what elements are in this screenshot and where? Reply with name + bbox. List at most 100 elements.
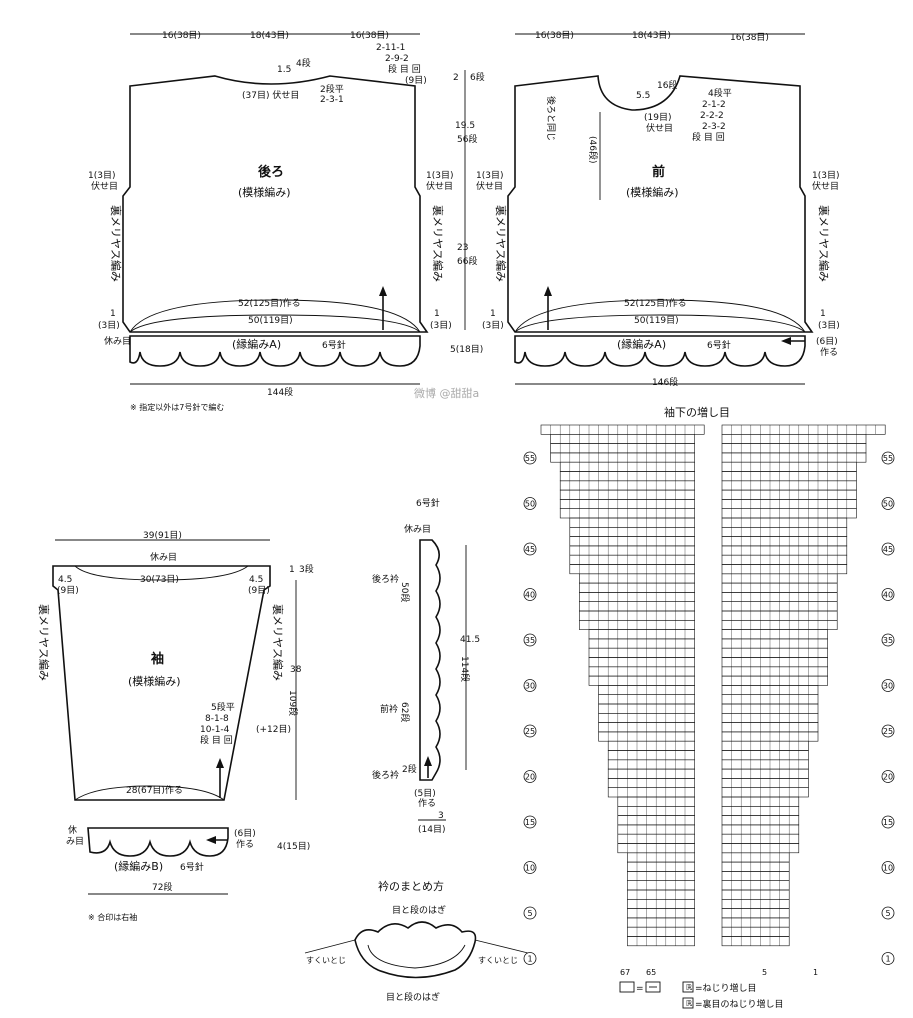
- chart-row: [721, 666, 828, 677]
- finish-bottom: 目と段のはぎ: [386, 991, 440, 1003]
- chart-bottom-67: 67: [620, 968, 630, 977]
- collar-piece: 6号針 休み目 後ろ衿 50段 前衿 62段 後ろ衿 2段 41.5 114段 …: [372, 497, 480, 835]
- sleeve-edge-left-2: (9目): [57, 585, 79, 596]
- row-marker-l-40: 40: [525, 591, 535, 600]
- row-marker-r-20: 20: [883, 773, 893, 782]
- front-edge-arrow-head: [781, 337, 791, 345]
- chart-right-half: [721, 424, 886, 947]
- chart-row: [721, 675, 828, 686]
- center-mid: 19.5: [455, 121, 475, 131]
- center-top: 2: [453, 73, 459, 83]
- chart-row: [721, 647, 828, 658]
- back-side-stitch-left: 裏メリヤス編み: [109, 205, 123, 282]
- sleeve-edging-label: (縁編みB): [114, 859, 163, 873]
- chart-left-half: [540, 424, 705, 947]
- back-width-curve: [129, 314, 421, 333]
- chart-row: [569, 517, 695, 528]
- front-neck-rows: 16段: [657, 79, 677, 91]
- sleeve-inc-3: 10-1-4: [200, 725, 230, 735]
- row-marker-l-30: 30: [525, 682, 535, 691]
- row-marker-l-5: 5: [527, 909, 532, 918]
- front-cast-on: 52(125目)作る: [624, 297, 687, 309]
- back-neck-bindoff: (37目) 伏せ目: [242, 89, 299, 101]
- chart-row: [721, 536, 848, 547]
- collar-rest: 休み目: [404, 523, 431, 535]
- front-arrow-head: [544, 286, 552, 296]
- center-top-rows: 6段: [470, 71, 485, 83]
- chart-row: [550, 443, 695, 454]
- sleeve-inc-2: 8-1-8: [205, 714, 229, 724]
- chart-row: [627, 861, 695, 872]
- row-marker-circle: [523, 451, 537, 465]
- legend-twist-glyph: ℝ: [686, 983, 692, 992]
- collar-length: 41.5: [460, 635, 480, 645]
- chart-row: [550, 452, 695, 463]
- chart-bottom-65: 65: [646, 968, 656, 977]
- row-marker-circle: [523, 724, 537, 738]
- collar-back2: 後ろ衿: [372, 769, 399, 781]
- front-neck-dec-4: 2-3-2: [702, 122, 726, 132]
- chart-row: [588, 675, 695, 686]
- collar-finishing: 衿のまとめ方 目と段のはぎ すくいとじ すくいとじ 目と段のはぎ: [304, 879, 529, 1003]
- chart-row: [721, 936, 790, 947]
- collar-cast-2: 作る: [418, 797, 436, 809]
- front-same-as-back: 後ろと同じ: [545, 96, 557, 141]
- chart-row: [569, 526, 695, 537]
- center-mid-rows: 56段: [457, 133, 477, 145]
- row-marker-circle: [881, 588, 895, 601]
- chart-row: [721, 852, 790, 863]
- row-marker-circle: [523, 815, 537, 829]
- front-neck-depth: 5.5: [636, 91, 650, 101]
- front-edge-left-1: 1: [490, 309, 496, 319]
- chart-row: [627, 917, 695, 928]
- row-marker-circle: [881, 679, 895, 692]
- back-width: 50(119目): [248, 315, 293, 326]
- chart-row: [721, 861, 790, 872]
- front-neck-bind-2: 伏せ目: [646, 122, 673, 134]
- center-edge: 5(18目): [450, 344, 483, 355]
- sleeve-edge-right-1: 4.5: [249, 575, 263, 585]
- center-low-rows: 66段: [457, 255, 477, 267]
- sleeve-rows: 72段: [152, 881, 172, 893]
- back-shoulder-dec-2: 2-9-2: [385, 54, 409, 64]
- chart-row: [627, 908, 695, 919]
- sleeve-cast-edge-2: 作る: [236, 838, 254, 850]
- chart-row: [569, 536, 695, 547]
- collar-back: 後ろ衿: [372, 573, 399, 585]
- collar-back-rows: 50段: [399, 582, 411, 602]
- back-rest-label: 休み目: [104, 335, 131, 347]
- row-marker-circle: [881, 770, 895, 783]
- chart-row: [550, 433, 695, 444]
- chart-row: [627, 898, 695, 909]
- row-marker-circle: [881, 952, 895, 965]
- collar-width-st: (14目): [418, 824, 445, 835]
- front-depth: (46段): [587, 136, 599, 163]
- back-width-right: 16(38目): [350, 30, 389, 41]
- back-neck-dec-2: 2-3-1: [320, 95, 344, 105]
- front-side-bindoff-left-1: 1(3目): [476, 170, 503, 181]
- front-rows: 146段: [652, 376, 678, 388]
- front-piece: 16(38目) 18(43目) 16(38目) 後ろと同じ 5.5 16段 (1…: [476, 30, 840, 388]
- sleeve-edge-arrow-head: [206, 836, 216, 844]
- chart-row: [721, 917, 790, 928]
- back-shoulder-dec-3: 段 目 回: [388, 63, 421, 75]
- row-marker-circle: [523, 497, 537, 510]
- sleeve-rest2-1: 休: [68, 824, 77, 836]
- back-pattern: (模様編み): [238, 185, 291, 199]
- sleeve-edge-right-2: (9目): [248, 585, 270, 596]
- front-neck-dec-2: 2-1-2: [702, 100, 726, 110]
- chart-row: [721, 526, 848, 537]
- front-side-stitch-right: 裏メリヤス編み: [817, 205, 831, 282]
- row-marker-r-5: 5: [885, 909, 890, 918]
- row-marker-circle: [523, 770, 537, 783]
- chart-row: [721, 433, 867, 444]
- sleeve-arrow-head: [216, 758, 224, 768]
- row-marker-l-45: 45: [525, 545, 535, 554]
- row-marker-r-45: 45: [883, 545, 893, 554]
- row-marker-l-20: 20: [525, 773, 535, 782]
- row-marker-l-55: 55: [525, 454, 535, 463]
- chart-row: [607, 740, 695, 751]
- row-marker-circle: [523, 861, 537, 874]
- row-marker-circle: [523, 542, 537, 556]
